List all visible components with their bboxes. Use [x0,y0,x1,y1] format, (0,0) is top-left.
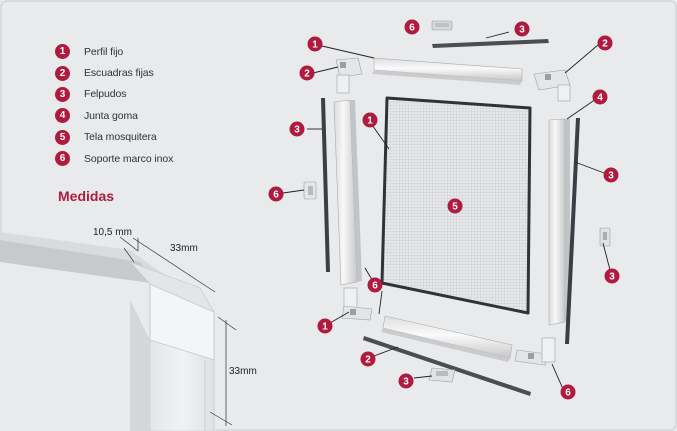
callout-number: 1 [312,40,318,51]
callout-number: 6 [372,281,378,292]
legend-number-badge: 2 [55,65,70,81]
callout-number: 4 [597,93,603,104]
legend-label: Junta goma [84,109,138,122]
callout-number: 3 [519,25,525,36]
callout-badge [604,268,620,284]
top-felt-strip [432,39,549,48]
legend-label: Felpudos [84,88,127,101]
legend-item: 4 Junta goma [55,105,173,126]
callout-number: 3 [403,377,409,388]
left-profile [333,99,362,286]
callout-number: 6 [565,388,571,399]
leader-lines [282,31,611,390]
callout-badge [597,35,613,51]
legend-item: 5 Tela mosquitera [55,127,173,148]
legend-label: Escuadras fijas [84,67,154,80]
legend-number-badge: 4 [55,108,70,124]
callout-number: 5 [452,202,458,213]
callout-number: 6 [273,190,279,201]
legend-number-badge: 5 [55,129,70,145]
dimension-label-width: 33mm [170,243,198,254]
profile-detail-image [0,232,215,431]
callout-number: 3 [609,272,615,283]
callout-badge [362,112,378,128]
legend-item: 1 Perfil fijo [55,41,173,62]
callout-badge [317,318,333,334]
right-support-piece [599,227,611,247]
callout-number: 3 [294,125,300,136]
callout-badge [560,384,576,400]
bottom-left-corner-bracket [341,287,373,321]
callout-badge [447,198,463,214]
right-felt-strip [565,118,580,344]
callout-badge [592,89,608,105]
legend-number-badge: 3 [55,86,70,102]
callout-number: 2 [602,39,608,50]
callout-number: 2 [304,69,310,80]
callout-badge [268,186,284,202]
dimension-label-small-width: 10,5 mm [93,227,132,238]
callout-badges: 6 3 1 2 2 4 1 3 3 6 5 3 6 1 2 3 6 [268,19,620,400]
callout-badge [289,121,305,137]
dimension-label-height: 33mm [229,366,257,377]
legend-label: Tela mosquitera [84,131,157,144]
callout-badge [514,21,530,37]
bottom-right-corner-bracket [514,337,556,366]
callout-badge [603,167,619,183]
measures-title: Medidas [58,188,115,204]
legend-number-badge: 1 [55,44,70,60]
callout-badge [398,373,414,389]
callout-badge [307,36,323,52]
legend-item: 2 Escuadras fijas [55,62,173,83]
legend-item: 3 Felpudos [55,84,173,105]
right-profile [548,118,570,326]
bottom-felt-strip [363,336,531,396]
top-support-piece [431,20,453,31]
bottom-profile [381,315,513,362]
bottom-support-piece [428,367,456,383]
top-right-corner-bracket [533,69,571,102]
callout-number: 6 [409,23,415,34]
callout-number: 1 [367,116,373,127]
callout-badge [360,351,376,367]
callout-number: 2 [365,355,371,366]
callout-number: 3 [608,171,614,182]
legend-label: Perfil fijo [84,45,124,58]
left-felt-strip [321,98,330,272]
left-support-piece [303,181,317,200]
callout-badge [367,277,383,293]
legend-label: Soporte marco inox [84,152,174,165]
legend-number-badge: 6 [55,151,70,167]
top-left-corner-bracket [335,57,363,94]
callout-badge [404,19,420,35]
callout-number: 1 [322,322,328,333]
top-profile [372,57,523,85]
callout-badge [299,65,315,81]
dimension-lines [119,236,237,426]
legend-item: 6 Soporte marco inox [55,148,173,169]
